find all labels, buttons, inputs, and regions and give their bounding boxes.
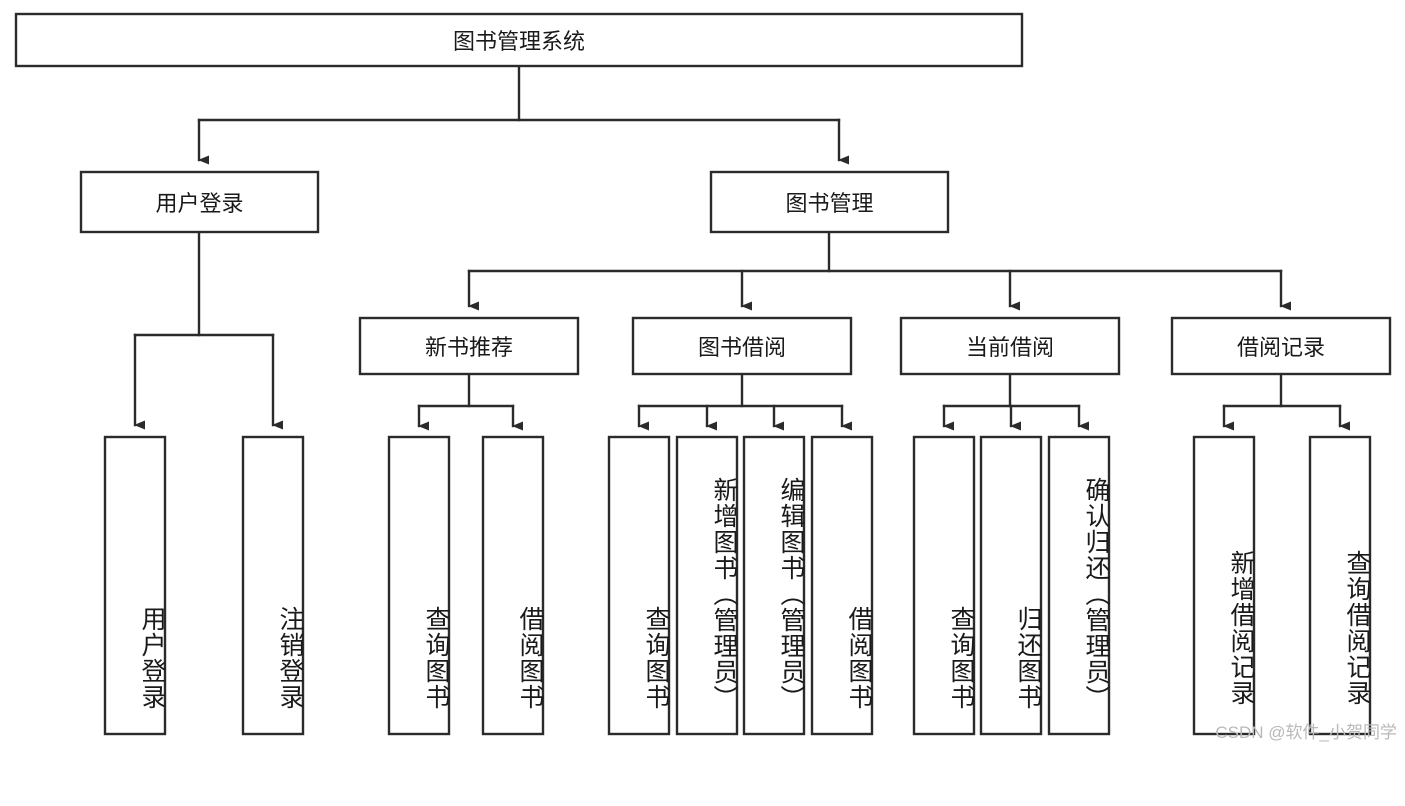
node-leaf-box-11[interactable] [1192, 435, 1256, 736]
node-level2-box-1[interactable] [709, 170, 950, 234]
node-leaf-box-2[interactable] [387, 435, 451, 736]
node-leaf-box-1[interactable] [241, 435, 305, 736]
connector-bookmgmt-to-level3 [467, 230, 1291, 311]
node-level3-box-0[interactable] [358, 316, 580, 376]
connector-root-to-level2 [197, 64, 849, 165]
connector-current-to-leaves [942, 372, 1089, 431]
node-level3-box-2[interactable] [899, 316, 1121, 376]
node-leaf-box-0[interactable] [103, 435, 167, 736]
node-level3-box-1[interactable] [631, 316, 853, 376]
node-level2-box-0[interactable] [79, 170, 320, 234]
node-leaf-box-7[interactable] [810, 435, 874, 736]
connector-borrow-to-leaves [637, 372, 852, 431]
node-leaf-box-9[interactable] [979, 435, 1043, 736]
node-leaf-box-3[interactable] [481, 435, 545, 736]
node-leaf-box-5[interactable] [675, 435, 739, 736]
node-leaf-box-10[interactable] [1047, 435, 1111, 736]
connector-records-to-leaves [1222, 372, 1350, 431]
node-level3-box-3[interactable] [1170, 316, 1392, 376]
node-leaf-box-8[interactable] [912, 435, 976, 736]
flowchart-diagram: 图书管理系统 用户登录 图书管理 新书推荐 图书借阅 当前借阅 借阅记录 用户登… [14, 12, 1397, 742]
node-leaf-box-4[interactable] [607, 435, 671, 736]
node-leaf-box-6[interactable] [742, 435, 806, 736]
connector-newbook-to-leaves [417, 372, 523, 431]
node-root-box[interactable] [14, 12, 1024, 68]
node-leaf-box-12[interactable] [1308, 435, 1372, 736]
csdn-watermark: CSDN @软件_小贺同学 [1215, 723, 1397, 742]
connector-userlogin-to-leaves [133, 230, 283, 430]
flowchart-canvas [14, 12, 1392, 736]
